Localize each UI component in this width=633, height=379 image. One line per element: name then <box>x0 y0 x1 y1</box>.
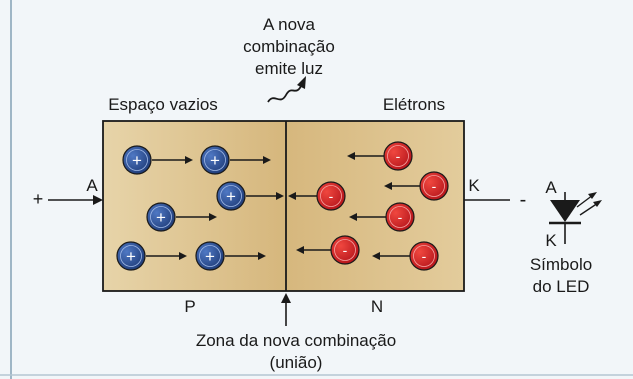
hole-carrier: + <box>200 145 271 175</box>
junction-caption-line2: (união) <box>270 353 323 372</box>
led-symbol-cathode-label: K <box>545 231 557 250</box>
hole-carrier: + <box>122 145 193 175</box>
electron-sign: - <box>398 209 403 225</box>
electron-sign: - <box>343 242 348 258</box>
hole-sign: + <box>210 151 220 170</box>
emission-label-line1: A nova <box>263 15 316 34</box>
cathode-terminal-label: K <box>468 176 480 195</box>
p-region-label: P <box>184 297 195 316</box>
hole-sign: + <box>126 247 136 266</box>
led-symbol-caption-line2: do LED <box>533 277 590 296</box>
hole-sign: + <box>205 247 215 266</box>
hole-sign: + <box>226 187 236 206</box>
electron-carrier: - <box>288 181 346 211</box>
emission-label-line3: emite luz <box>255 59 323 78</box>
hole-sign: + <box>156 208 166 227</box>
anode-lead-arrowhead <box>93 195 103 205</box>
hole-carrier: + <box>216 181 284 211</box>
hole-carrier: + <box>146 202 217 232</box>
led-symbol-icon <box>549 192 602 244</box>
electron-carrier: - <box>347 141 413 171</box>
light-emission-arrow-icon <box>267 76 306 103</box>
electron-carrier: - <box>349 202 415 232</box>
hole-carrier: + <box>195 241 266 271</box>
holes-label: Espaço vazios <box>108 95 218 114</box>
junction-caption-line1: Zona da nova combinação <box>196 331 396 350</box>
plus-sign: + <box>33 189 44 209</box>
electrons-label: Elétrons <box>383 95 445 114</box>
minus-sign: - <box>520 189 527 211</box>
n-region-label: N <box>371 297 383 316</box>
led-symbol-caption-line1: Símbolo <box>530 255 592 274</box>
electron-carrier: - <box>372 241 439 271</box>
electron-carrier: - <box>384 171 449 201</box>
led-symbol-anode-label: A <box>545 178 557 197</box>
junction-pointer-arrow <box>281 293 291 326</box>
electron-sign: - <box>396 148 401 164</box>
electron-sign: - <box>329 188 334 204</box>
hole-carrier: + <box>116 241 187 271</box>
hole-sign: + <box>132 151 142 170</box>
electron-sign: - <box>422 248 427 264</box>
electron-sign: - <box>432 178 437 194</box>
emission-label-line2: combinação <box>243 37 335 56</box>
anode-terminal-label: A <box>86 176 98 195</box>
electron-carrier: - <box>296 235 360 265</box>
